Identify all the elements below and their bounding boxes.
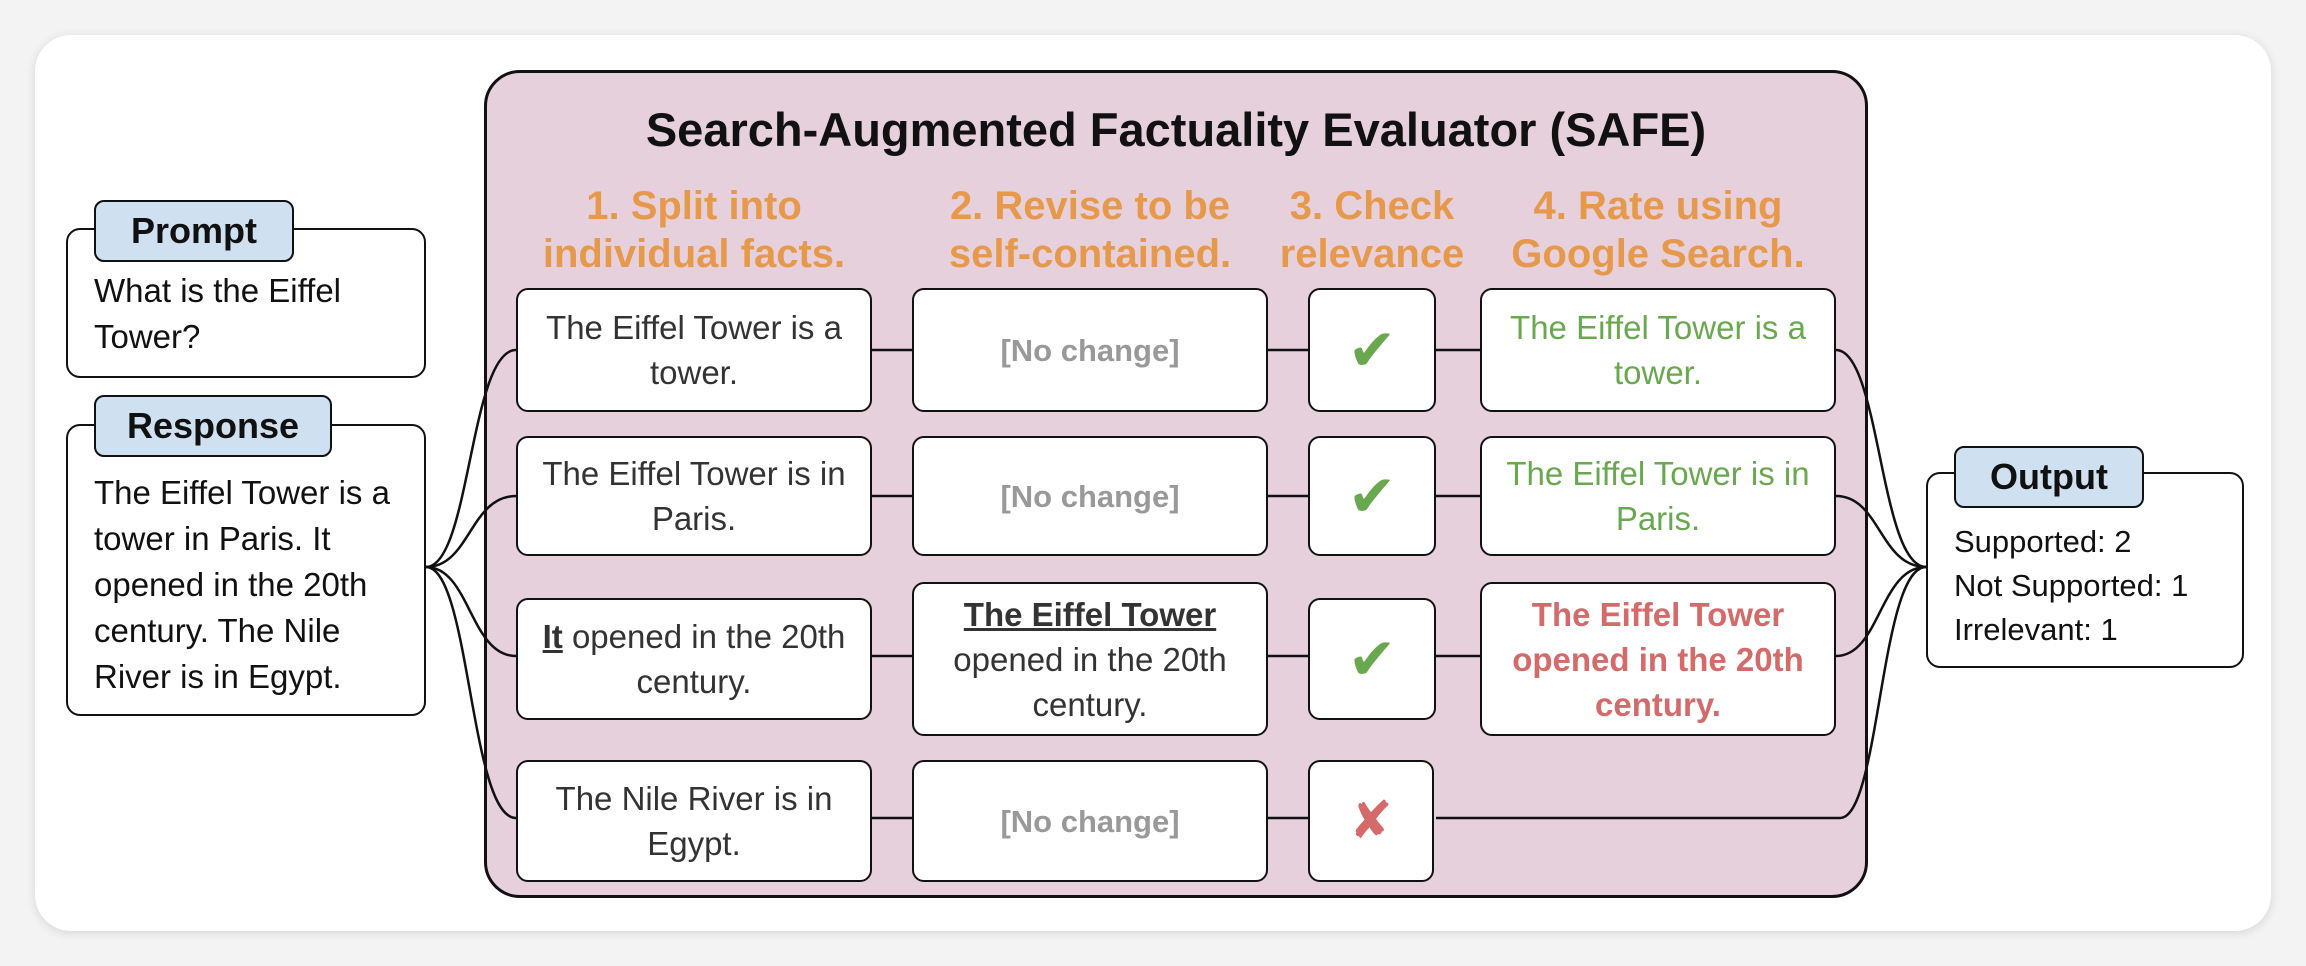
step2-heading: 2. Revise to be self-contained. <box>912 182 1268 278</box>
split-fact-3-pronoun: It <box>542 618 563 655</box>
connector-response-fact3 <box>425 565 517 658</box>
step3-heading-line1: 3. Check <box>1289 184 1455 228</box>
relevance-1-mark: ✔ <box>1347 317 1397 383</box>
split-fact-1-text: The Eiffel Tower is a tower. <box>546 309 842 391</box>
connector-rated2-output <box>1835 494 1927 569</box>
prompt-tag: Prompt <box>94 200 294 262</box>
rated-fact-1-text: The Eiffel Tower is a tower. <box>1510 309 1806 391</box>
split-fact-3: It opened in the 20th century. <box>516 598 872 720</box>
rated-fact-2-text: The Eiffel Tower is in Paris. <box>1506 455 1810 537</box>
split-fact-4: The Nile River is in Egypt. <box>516 760 872 882</box>
rated-fact-1: The Eiffel Tower is a tower. <box>1480 288 1836 412</box>
split-fact-4-text: The Nile River is in Egypt. <box>555 780 833 862</box>
revised-fact-2-text: [No change] <box>1000 478 1180 514</box>
split-fact-1: The Eiffel Tower is a tower. <box>516 288 872 412</box>
connector-response-fact2 <box>425 494 517 569</box>
output-irrelevant: Irrelevant: 1 <box>1954 612 2118 647</box>
step1-heading-line1: 1. Split into <box>586 184 802 228</box>
step1-heading-line2: individual facts. <box>542 232 846 276</box>
prompt-text: What is the Eiffel Tower? <box>94 272 342 355</box>
check-mark-icon: ✔ <box>1308 598 1436 720</box>
step4-heading: 4. Rate using Google Search. <box>1480 182 1836 278</box>
revised-fact-3: The Eiffel Tower opened in the 20th cent… <box>912 582 1268 736</box>
diagram-title: Search-Augmented Factuality Evaluator (S… <box>645 103 1707 156</box>
revised-fact-1: [No change] <box>912 288 1268 412</box>
revised-fact-1-text: [No change] <box>1000 332 1180 368</box>
split-fact-3-text: It opened in the 20th century. <box>528 614 860 704</box>
output-not-supported: Not Supported: 1 <box>1954 568 2189 603</box>
output-supported: Supported: 2 <box>1954 524 2132 559</box>
step1-heading: 1. Split into individual facts. <box>516 182 872 278</box>
split-fact-2-text: The Eiffel Tower is in Paris. <box>542 455 846 537</box>
rated-fact-2: The Eiffel Tower is in Paris. <box>1480 436 1836 556</box>
split-fact-2: The Eiffel Tower is in Paris. <box>516 436 872 556</box>
step4-heading-line2: Google Search. <box>1511 232 1805 276</box>
relevance-4-mark: ✘ <box>1349 791 1393 850</box>
connector-irrelevant-output <box>1436 565 1927 820</box>
step3-heading: 3. Check relevance <box>1268 182 1476 278</box>
check-mark-icon: ✔ <box>1308 288 1436 412</box>
connector-rated1-output <box>1835 348 1927 569</box>
revised-fact-3-rest: opened in the 20th century. <box>953 640 1227 723</box>
response-tag: Response <box>94 395 332 457</box>
check-mark-icon: ✔ <box>1308 436 1436 556</box>
revised-fact-4: [No change] <box>912 760 1268 882</box>
connector-rated3-output <box>1835 565 1927 658</box>
revised-fact-3-subject: The Eiffel Tower <box>963 595 1217 633</box>
connector-response-fact1 <box>425 348 517 569</box>
split-fact-3-rest: opened in the 20th century. <box>571 618 846 700</box>
step2-heading-line2: self-contained. <box>948 232 1232 276</box>
relevance-3-mark: ✔ <box>1347 626 1397 692</box>
cross-mark-icon: ✘ <box>1308 760 1434 882</box>
revised-fact-2: [No change] <box>912 436 1268 556</box>
connector-response-fact4 <box>425 565 517 820</box>
step2-heading-line1: 2. Revise to be <box>949 184 1231 228</box>
revised-fact-4-text: [No change] <box>1000 803 1180 839</box>
rated-fact-3-text: The Eiffel Tower opened in the 20th cent… <box>1512 595 1804 723</box>
rated-fact-3: The Eiffel Tower opened in the 20th cent… <box>1480 582 1836 736</box>
revised-fact-3-text: The Eiffel Tower opened in the 20th cent… <box>924 592 1256 727</box>
relevance-2-mark: ✔ <box>1347 463 1397 529</box>
step4-heading-line1: 4. Rate using <box>1533 184 1783 228</box>
output-tag: Output <box>1954 446 2144 508</box>
response-text: The Eiffel Tower is a tower in Paris. It… <box>94 474 390 695</box>
step3-heading-line2: relevance <box>1279 232 1465 276</box>
response-box: The Eiffel Tower is a tower in Paris. It… <box>66 424 426 716</box>
